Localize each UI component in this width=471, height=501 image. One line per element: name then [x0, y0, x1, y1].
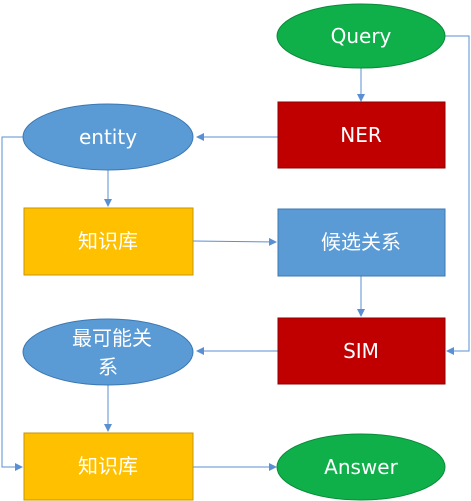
- edge-entity-to-kb2: [1, 136, 24, 471]
- node-answer-label: Answer: [324, 455, 398, 479]
- node-knowledge-base-1-label: 知识库: [78, 229, 138, 253]
- edge-query-to-sim: [445, 35, 470, 355]
- node-best-relation-label-line1: 最可能关: [72, 326, 152, 350]
- node-knowledge-base-2-label: 知识库: [78, 454, 138, 478]
- edge-kb1-to-candidate: [192, 237, 277, 246]
- node-entity: entity: [22, 103, 194, 171]
- node-query-label: Query: [331, 24, 392, 48]
- node-candidate-relations: 候选关系: [277, 208, 446, 277]
- node-sim: SIM: [277, 317, 446, 385]
- node-knowledge-base-1: 知识库: [23, 207, 194, 276]
- node-entity-label: entity: [79, 125, 137, 149]
- node-knowledge-base-2: 知识库: [23, 432, 194, 501]
- node-candidate-relations-label: 候选关系: [321, 230, 401, 254]
- node-answer: Answer: [276, 433, 446, 501]
- edges: [1, 35, 470, 471]
- node-ner-label: NER: [340, 123, 382, 147]
- node-best-relation-label-line2: 系: [98, 355, 118, 379]
- node-query: Query: [276, 3, 446, 69]
- node-ner: NER: [277, 101, 446, 169]
- node-best-relation: 最可能关 系: [22, 318, 194, 386]
- node-sim-label: SIM: [343, 339, 379, 363]
